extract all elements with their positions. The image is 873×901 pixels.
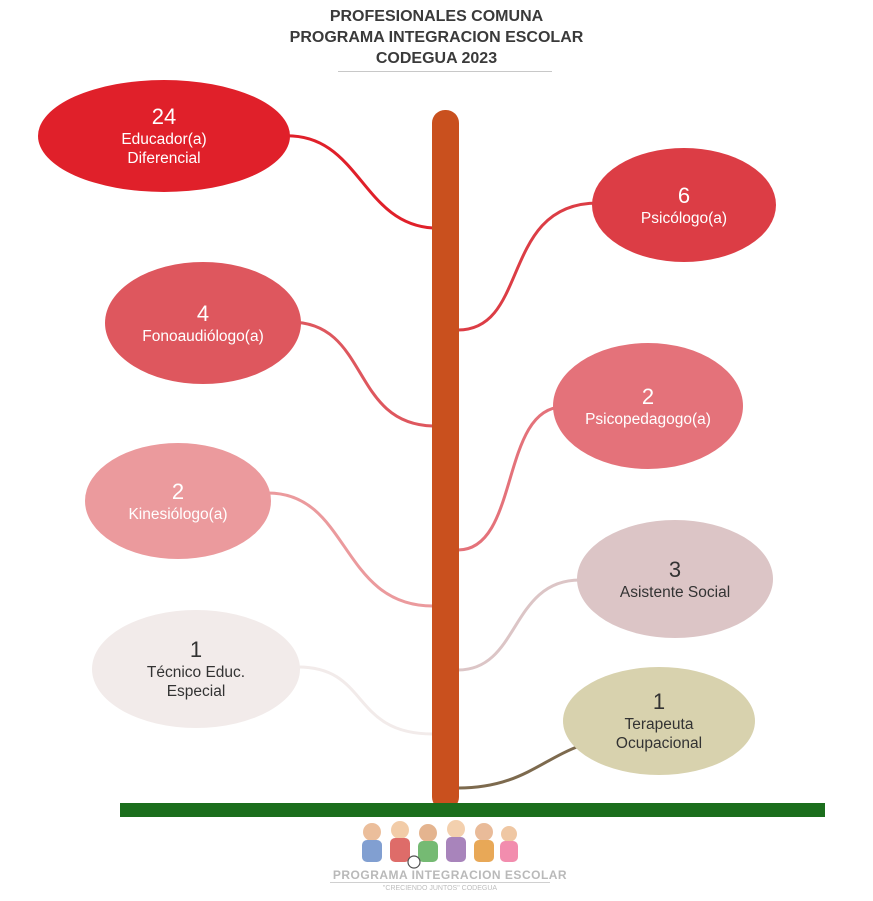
title-divider (338, 71, 552, 72)
connector-fonoaudiologo (289, 320, 434, 428)
ground-bar (120, 803, 825, 817)
connector-educador (279, 134, 434, 230)
bubble-label: Terapeuta (624, 716, 694, 733)
bubble-label: Kinesiólogo(a) (128, 505, 228, 523)
bubble-label: Técnico Educ. (146, 664, 246, 681)
bubble-count: 24 (151, 104, 177, 129)
logo-divider (330, 882, 550, 883)
bubble-label: Ocupacional (615, 735, 703, 752)
bubble-count: 2 (641, 383, 655, 409)
bubble-count: 3 (668, 556, 682, 582)
connector-asistente (457, 578, 581, 672)
connector-kinesiologo (267, 491, 434, 608)
bubble-count: 1 (189, 637, 203, 662)
bubble-label: Psicólogo(a) (640, 209, 728, 227)
bubble-count: 2 (171, 478, 185, 504)
bubble-count: 6 (677, 182, 691, 208)
bubble-count: 1 (652, 689, 666, 714)
bubble-label: Educador(a) (121, 131, 207, 148)
title-line-2: PROGRAMA INTEGRACION ESCOLAR (289, 29, 584, 46)
tree-trunk (432, 110, 459, 810)
bubble-label: Diferencial (127, 150, 201, 167)
connector-psicologo (457, 201, 599, 332)
bubble-label: Psicopedagogo(a) (585, 410, 711, 428)
logo-program-text: PROGRAMA INTEGRACION ESCOLAR (332, 868, 568, 882)
bubble-label: Especial (166, 683, 226, 700)
title-line-3: CODEGUA 2023 (375, 50, 498, 67)
bubble-label: Asistente Social (619, 583, 731, 601)
program-logo-image (362, 820, 518, 869)
logo-subtext: "CRECIENDO JUNTOS" CODEGUA (382, 885, 498, 892)
title-line-1: PROFESIONALES COMUNA (329, 8, 544, 25)
bubble-count: 4 (196, 300, 210, 326)
bubble-label: Fonoaudiólogo(a) (142, 327, 264, 345)
connector-tecnico (297, 665, 434, 736)
connector-terapeuta (457, 743, 583, 790)
connector-psicopedagogo (457, 405, 564, 552)
